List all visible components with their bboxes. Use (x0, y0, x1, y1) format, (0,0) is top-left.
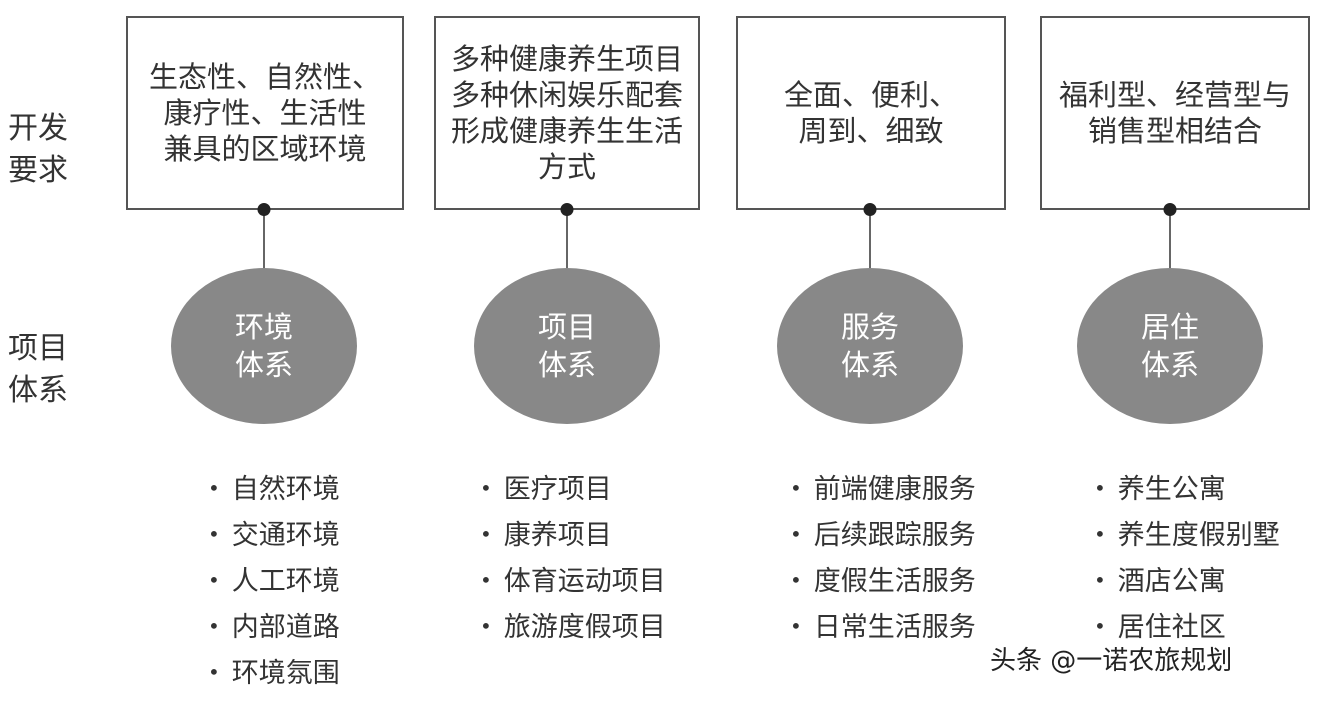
connector-line (566, 210, 568, 268)
requirement-line: 生态性、自然性、 (148, 60, 381, 94)
system-circle-line: 环境 (234, 310, 293, 344)
requirement-line: 周到、细致 (798, 114, 944, 148)
requirement-line: 形成健康养生生活 (450, 114, 683, 148)
list-item: 交通环境 (208, 512, 340, 558)
requirement-box-residence: 福利型、经营型与 销售型相结合 (1040, 16, 1310, 210)
connector-dot (257, 203, 271, 216)
system-circle-environment: 环境 体系 (171, 268, 357, 424)
system-circle-line: 体系 (840, 348, 899, 382)
list-item: 人工环境 (208, 558, 340, 604)
requirement-line: 康疗性、生活性 (163, 96, 367, 130)
requirement-line: 多种健康养生项目 (450, 42, 683, 76)
system-circle-line: 居住 (1140, 310, 1199, 344)
row-label-line: 要求 (8, 153, 68, 188)
watermark-text: 头条 @一诺农旅规划 (990, 646, 1233, 676)
system-circle-line: 项目 (537, 310, 596, 344)
requirement-box-service: 全面、便利、 周到、细致 (736, 16, 1006, 210)
list-item: 康养项目 (480, 512, 666, 558)
requirement-line: 福利型、经营型与 (1058, 78, 1291, 112)
requirement-line: 多种休闲娱乐配套 (450, 78, 683, 112)
system-circle-line: 体系 (537, 348, 596, 382)
system-item-list-service: 前端健康服务 后续跟踪服务 度假生活服务 日常生活服务 (790, 466, 976, 650)
list-item: 前端健康服务 (790, 466, 976, 512)
list-item: 度假生活服务 (790, 558, 976, 604)
requirement-box-environment: 生态性、自然性、 康疗性、生活性 兼具的区域环境 (126, 16, 404, 210)
connector-line (869, 210, 871, 268)
row-label-line: 项目 (8, 331, 68, 366)
list-item: 环境氛围 (208, 650, 340, 696)
connector-dot (863, 203, 877, 216)
connector-dot (1163, 203, 1177, 216)
system-circle-line: 体系 (234, 348, 293, 382)
row-label-system: 项目 体系 (8, 328, 78, 412)
list-item: 内部道路 (208, 604, 340, 650)
requirement-box-project: 多种健康养生项目 多种休闲娱乐配套 形成健康养生生活 方式 (434, 16, 700, 210)
system-item-list-project: 医疗项目 康养项目 体育运动项目 旅游度假项目 (480, 466, 666, 650)
connector-line (263, 210, 265, 268)
system-item-list-residence: 养生公寓 养生度假别墅 酒店公寓 居住社区 (1094, 466, 1280, 650)
list-item: 旅游度假项目 (480, 604, 666, 650)
row-label-requirements: 开发 要求 (8, 108, 78, 192)
system-item-list-environment: 自然环境 交通环境 人工环境 内部道路 环境氛围 (208, 466, 340, 696)
requirement-line: 销售型相结合 (1087, 114, 1262, 148)
list-item: 体育运动项目 (480, 558, 666, 604)
list-item: 后续跟踪服务 (790, 512, 976, 558)
row-label-line: 体系 (8, 373, 68, 408)
row-label-line: 开发 (8, 111, 68, 146)
requirement-line: 方式 (537, 150, 596, 184)
list-item: 居住社区 (1094, 604, 1280, 650)
list-item: 医疗项目 (480, 466, 666, 512)
system-circle-line: 服务 (840, 310, 899, 344)
system-circle-line: 体系 (1140, 348, 1199, 382)
system-circle-residence: 居住 体系 (1077, 268, 1263, 424)
list-item: 养生公寓 (1094, 466, 1280, 512)
list-item: 自然环境 (208, 466, 340, 512)
system-circle-service: 服务 体系 (777, 268, 963, 424)
connector-dot (560, 203, 574, 216)
requirement-line: 兼具的区域环境 (163, 132, 367, 166)
connector-line (1169, 210, 1171, 268)
system-circle-project: 项目 体系 (474, 268, 660, 424)
list-item: 养生度假别墅 (1094, 512, 1280, 558)
list-item: 酒店公寓 (1094, 558, 1280, 604)
requirement-line: 全面、便利、 (783, 78, 958, 112)
list-item: 日常生活服务 (790, 604, 976, 650)
